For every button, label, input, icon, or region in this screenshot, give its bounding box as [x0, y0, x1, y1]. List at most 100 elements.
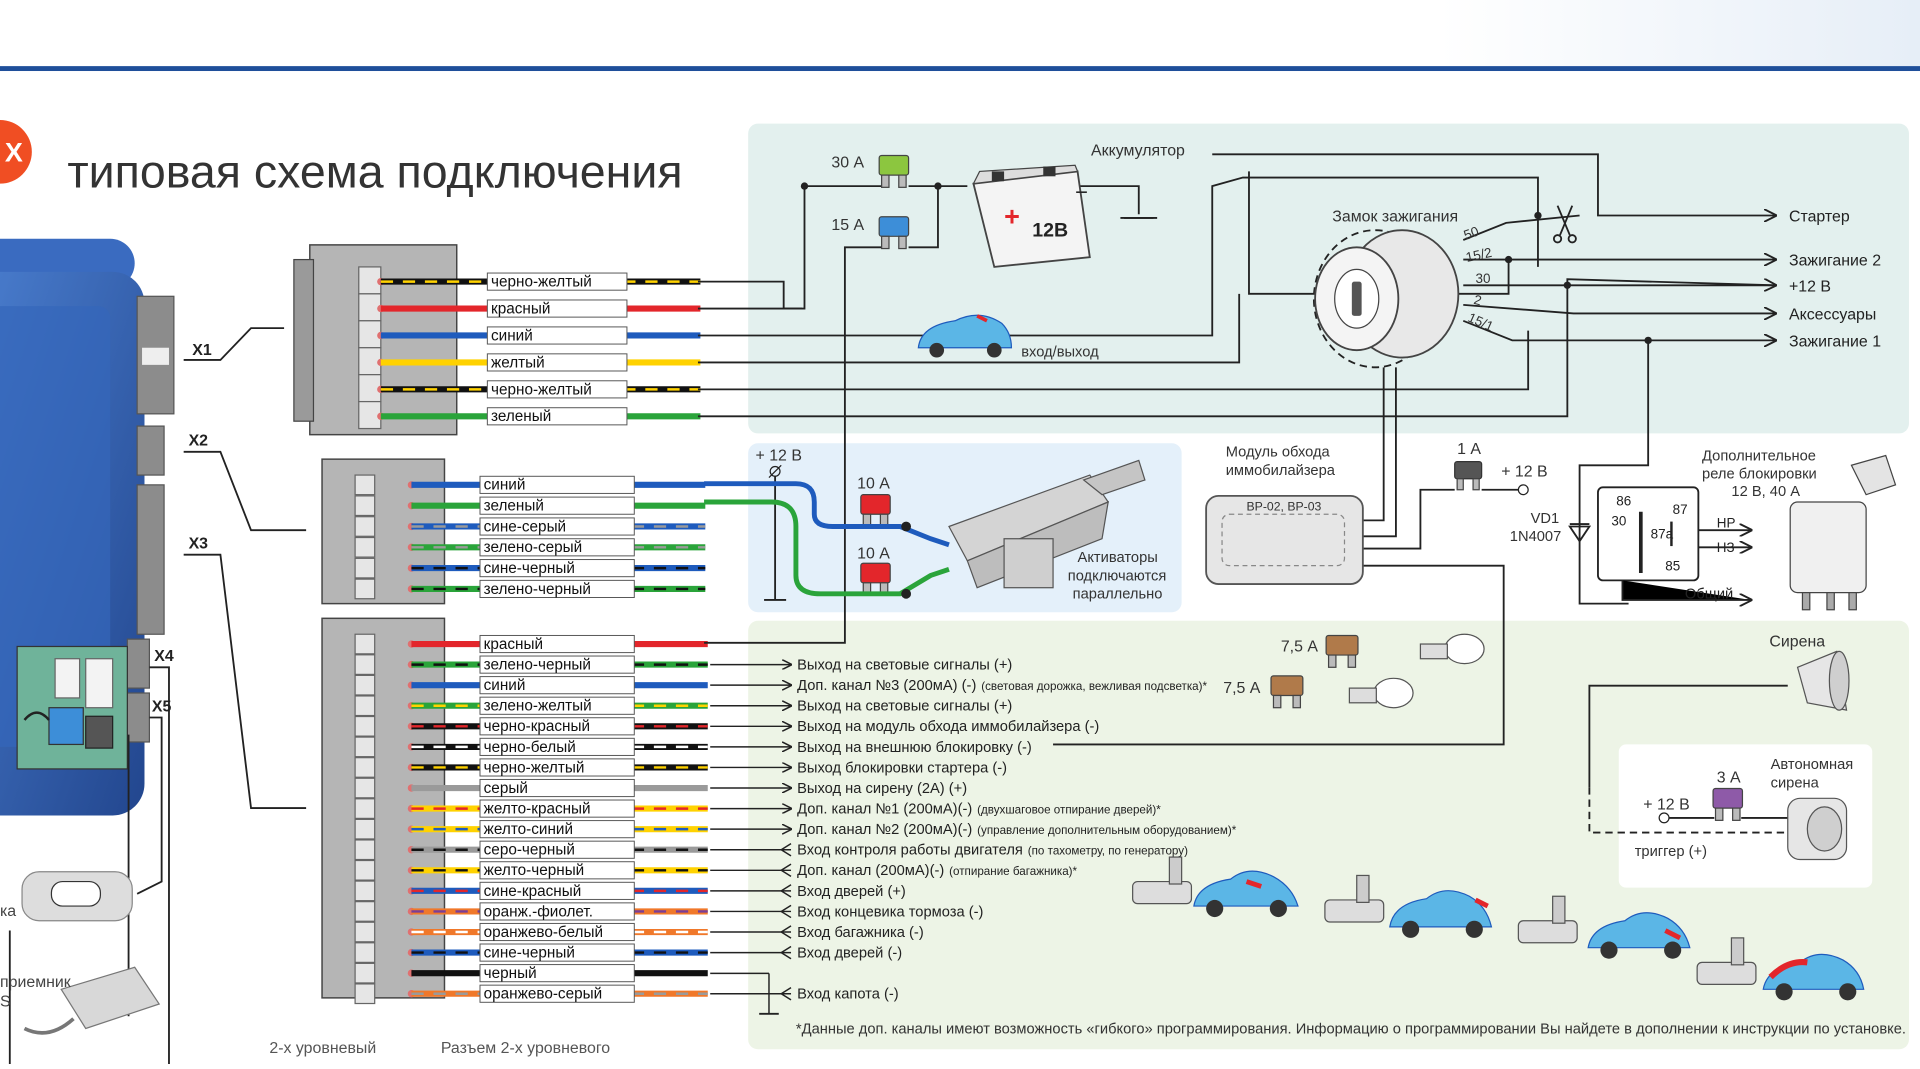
page-title: типовая схема подключения [67, 145, 682, 197]
x3-pin [354, 633, 376, 655]
relay-no: НР [1717, 516, 1736, 531]
auto-siren-2: сирена [1771, 775, 1820, 791]
relay-title-1: Дополнительное [1702, 448, 1816, 464]
door-switch-icon-3 [1517, 895, 1578, 944]
alarm-main-unit [0, 238, 175, 816]
output-starter: Стартер [1789, 209, 1850, 226]
x3-wire-label: сине-красный [484, 883, 582, 900]
x2-pin [354, 516, 376, 537]
light-fuse-a: 7,5 А [1281, 638, 1319, 655]
siren-icon [1796, 650, 1850, 711]
x3-pin [354, 777, 376, 799]
x3-pin [354, 798, 376, 819]
antenna-module [21, 871, 133, 922]
x3-wire-label-box [479, 861, 635, 880]
x3-wire-desc: Выход на внешнюю блокировку (-) [797, 740, 1032, 756]
x3-input-arrow [779, 863, 792, 878]
output-acc: Аксессуары [1789, 307, 1876, 324]
x3-wire-label-box [479, 778, 635, 798]
x3-wire-label-box [479, 799, 635, 818]
x3-pin [354, 674, 376, 696]
x3-pin [354, 880, 376, 902]
door-actuator-icon [948, 459, 1146, 589]
battery-voltage: 12В [1032, 219, 1068, 241]
car-icon-4 [1762, 953, 1865, 1001]
x3-input-arrow [779, 884, 792, 898]
svg-text:−: − [1075, 180, 1088, 205]
ignition-lock-icon [1312, 229, 1460, 369]
immo-plus12: + 12 В [1501, 463, 1547, 480]
x3-wire-label-box [479, 902, 635, 921]
ign-terminal-50: 50 [1462, 224, 1481, 243]
x3-wire-label: оранж.-фиолет. [484, 903, 593, 920]
x3-wire-label: зелено-черный [484, 657, 591, 674]
x3-wire-label: желто-синий [484, 821, 573, 838]
immo-fuse: 1 А [1457, 441, 1481, 458]
x3-wire-desc: Доп. канал №3 (200мА) (-) [797, 678, 976, 694]
actuator-plus12: + 12 В [756, 447, 802, 464]
x3-wire-note: (отпирание багажника)* [949, 865, 1077, 878]
output-ign1: Зажигание 1 [1789, 334, 1881, 351]
connector-label-x2: X2 [189, 433, 209, 450]
siren-trigger: триггер (+) [1635, 844, 1707, 860]
fragment-ka: ка [0, 903, 16, 920]
x2-wire-label: зелено-черный [484, 581, 591, 598]
x3-pin [354, 839, 376, 861]
relay-pin-30: 30 [1611, 513, 1626, 528]
scissors-icon [1552, 205, 1577, 244]
x3-wire-label: красный [484, 636, 543, 653]
relay-pin-85: 85 [1665, 559, 1680, 574]
fuse-15a-label: 15 А [831, 217, 864, 234]
gps-receiver [23, 966, 161, 1035]
relay-pin-87a: 87a [1651, 527, 1674, 542]
x1-wire-label: черно-желтый [491, 381, 592, 398]
x2-wire-label: синий [484, 477, 526, 494]
x2-pin [354, 495, 376, 517]
x2-wire-label-box [479, 475, 635, 494]
actuator-note-2: подключаются [1068, 568, 1167, 584]
x3-pin [354, 942, 376, 963]
actuator-fuse-b: 10 А [857, 545, 890, 562]
siren-label: Сирена [1769, 633, 1825, 650]
x3-wire-note: (по тахометру, по генератору) [1028, 845, 1188, 858]
x3-wire-label: черный [484, 965, 537, 982]
car-io-icon [917, 314, 1013, 358]
siren-plus12: + 12 В [1643, 796, 1689, 813]
x3-pin [354, 921, 376, 943]
relay-nc: НЗ [1717, 540, 1735, 555]
x3-wire-label: оранжево-белый [484, 924, 603, 941]
ign-terminal-2: 2 [1472, 292, 1483, 308]
x3-wire-label: черно-красный [484, 718, 590, 735]
x2-pin [354, 557, 376, 579]
x2-pin [354, 578, 376, 600]
x3-input-arrow [779, 945, 792, 960]
x2-wire-label-box [479, 538, 635, 557]
x3-pin [354, 736, 376, 758]
x3-wire-label: черно-белый [484, 739, 576, 756]
x1-wire-label: желтый [491, 354, 545, 371]
x3-wire-label: сине-черный [484, 944, 575, 961]
x3-wire-note: (световая дорожка, вежливая подсветка)* [981, 680, 1207, 693]
x3-wire-label-box [479, 820, 635, 839]
output-12v: +12 В [1789, 278, 1831, 295]
ignition-label: Замок зажигания [1332, 209, 1458, 226]
x1-wire-label-box [486, 380, 628, 399]
diode-label-2: 1N4007 [1510, 529, 1561, 545]
x3-wire-label: желто-красный [484, 800, 591, 817]
x3-wire-note: (управление дополнительным оборудованием… [977, 824, 1237, 837]
relay-picture [1789, 454, 1897, 611]
x1-wire-label: синий [491, 327, 533, 344]
x1-wire-label-box [486, 272, 628, 291]
relay-common: Общий [1685, 587, 1733, 603]
actuator-note-3: параллельно [1073, 587, 1163, 603]
x3-input-arrow [779, 925, 792, 939]
door-switch-icon-4 [1696, 937, 1757, 986]
x3-pin [354, 983, 376, 1005]
x3-wire-desc: Вход дверей (-) [797, 945, 902, 961]
fuse-30a [878, 154, 910, 188]
x3-wire-desc: Вход дверей (+) [797, 884, 906, 900]
x2-wire-label-box [479, 579, 635, 598]
car-icon-2 [1389, 890, 1493, 938]
x3-wire-label-box [479, 655, 635, 674]
